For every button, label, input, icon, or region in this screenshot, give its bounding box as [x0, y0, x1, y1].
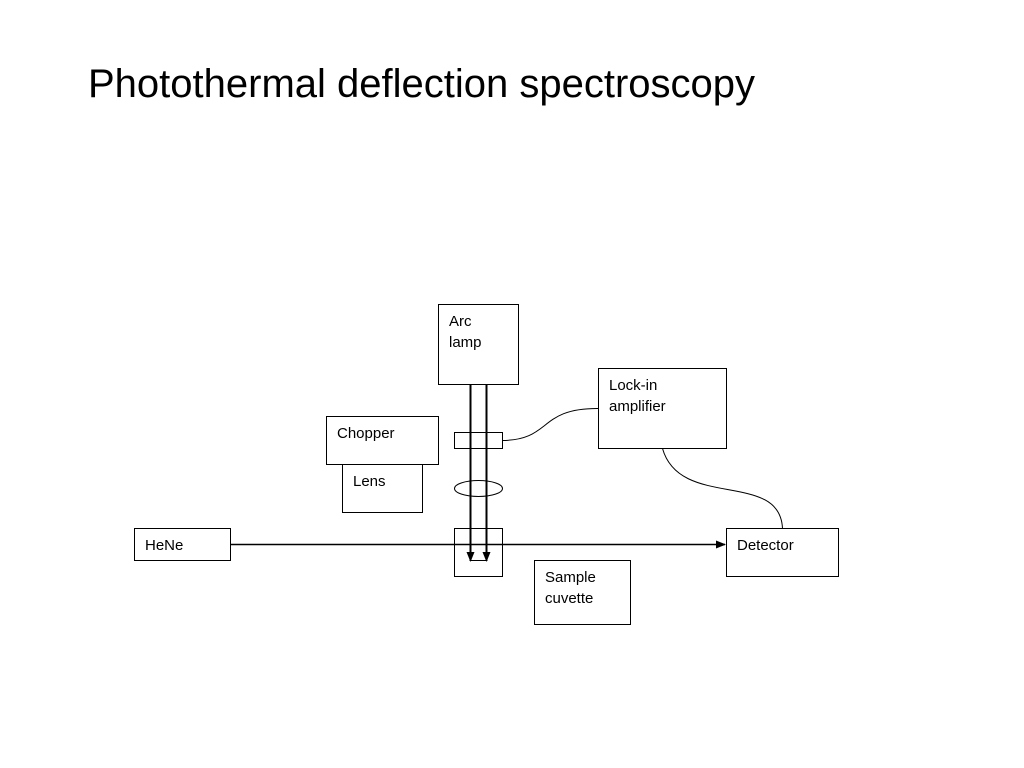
- arc-lamp-box: [438, 304, 519, 385]
- chopper-label: Chopper: [337, 423, 395, 444]
- lockin-to-detector-cable: [662, 448, 783, 529]
- lockin-label-line2: amplifier: [609, 398, 666, 415]
- lens-label-text: Lens: [353, 473, 386, 490]
- lens-label: Lens: [353, 471, 386, 492]
- lockin-amplifier-label: Lock-in amplifier: [609, 375, 666, 417]
- arc-lamp-label-line2: lamp: [449, 334, 482, 351]
- detector-label: Detector: [737, 535, 794, 556]
- chopper-box: [326, 416, 439, 465]
- detector-label-text: Detector: [737, 537, 794, 554]
- sample-label-line1: Sample: [545, 569, 596, 586]
- cuvette-outline: [454, 528, 503, 577]
- sample-cuvette-box: [534, 560, 631, 625]
- hene-laser-box: [134, 528, 231, 561]
- slide-title: Photothermal deflection spectroscopy: [88, 62, 756, 106]
- lens-ellipse: [454, 480, 503, 497]
- chopper-blade: [454, 432, 503, 449]
- lockin-label-line1: Lock-in: [609, 377, 658, 394]
- chopper-to-lockin-cable: [502, 407, 599, 441]
- lens-box: [342, 464, 423, 513]
- detector-box: [726, 528, 839, 577]
- arc-lamp-label: Arc lamp: [449, 311, 482, 353]
- lockin-amplifier-box: [598, 368, 727, 449]
- sample-label-line2: cuvette: [545, 590, 594, 607]
- hene-label-text: HeNe: [145, 537, 184, 554]
- chopper-label-text: Chopper: [337, 425, 395, 442]
- hene-label: HeNe: [145, 535, 183, 556]
- sample-cuvette-label: Sample cuvette: [545, 567, 596, 609]
- arc-lamp-label-line1: Arc: [449, 313, 472, 330]
